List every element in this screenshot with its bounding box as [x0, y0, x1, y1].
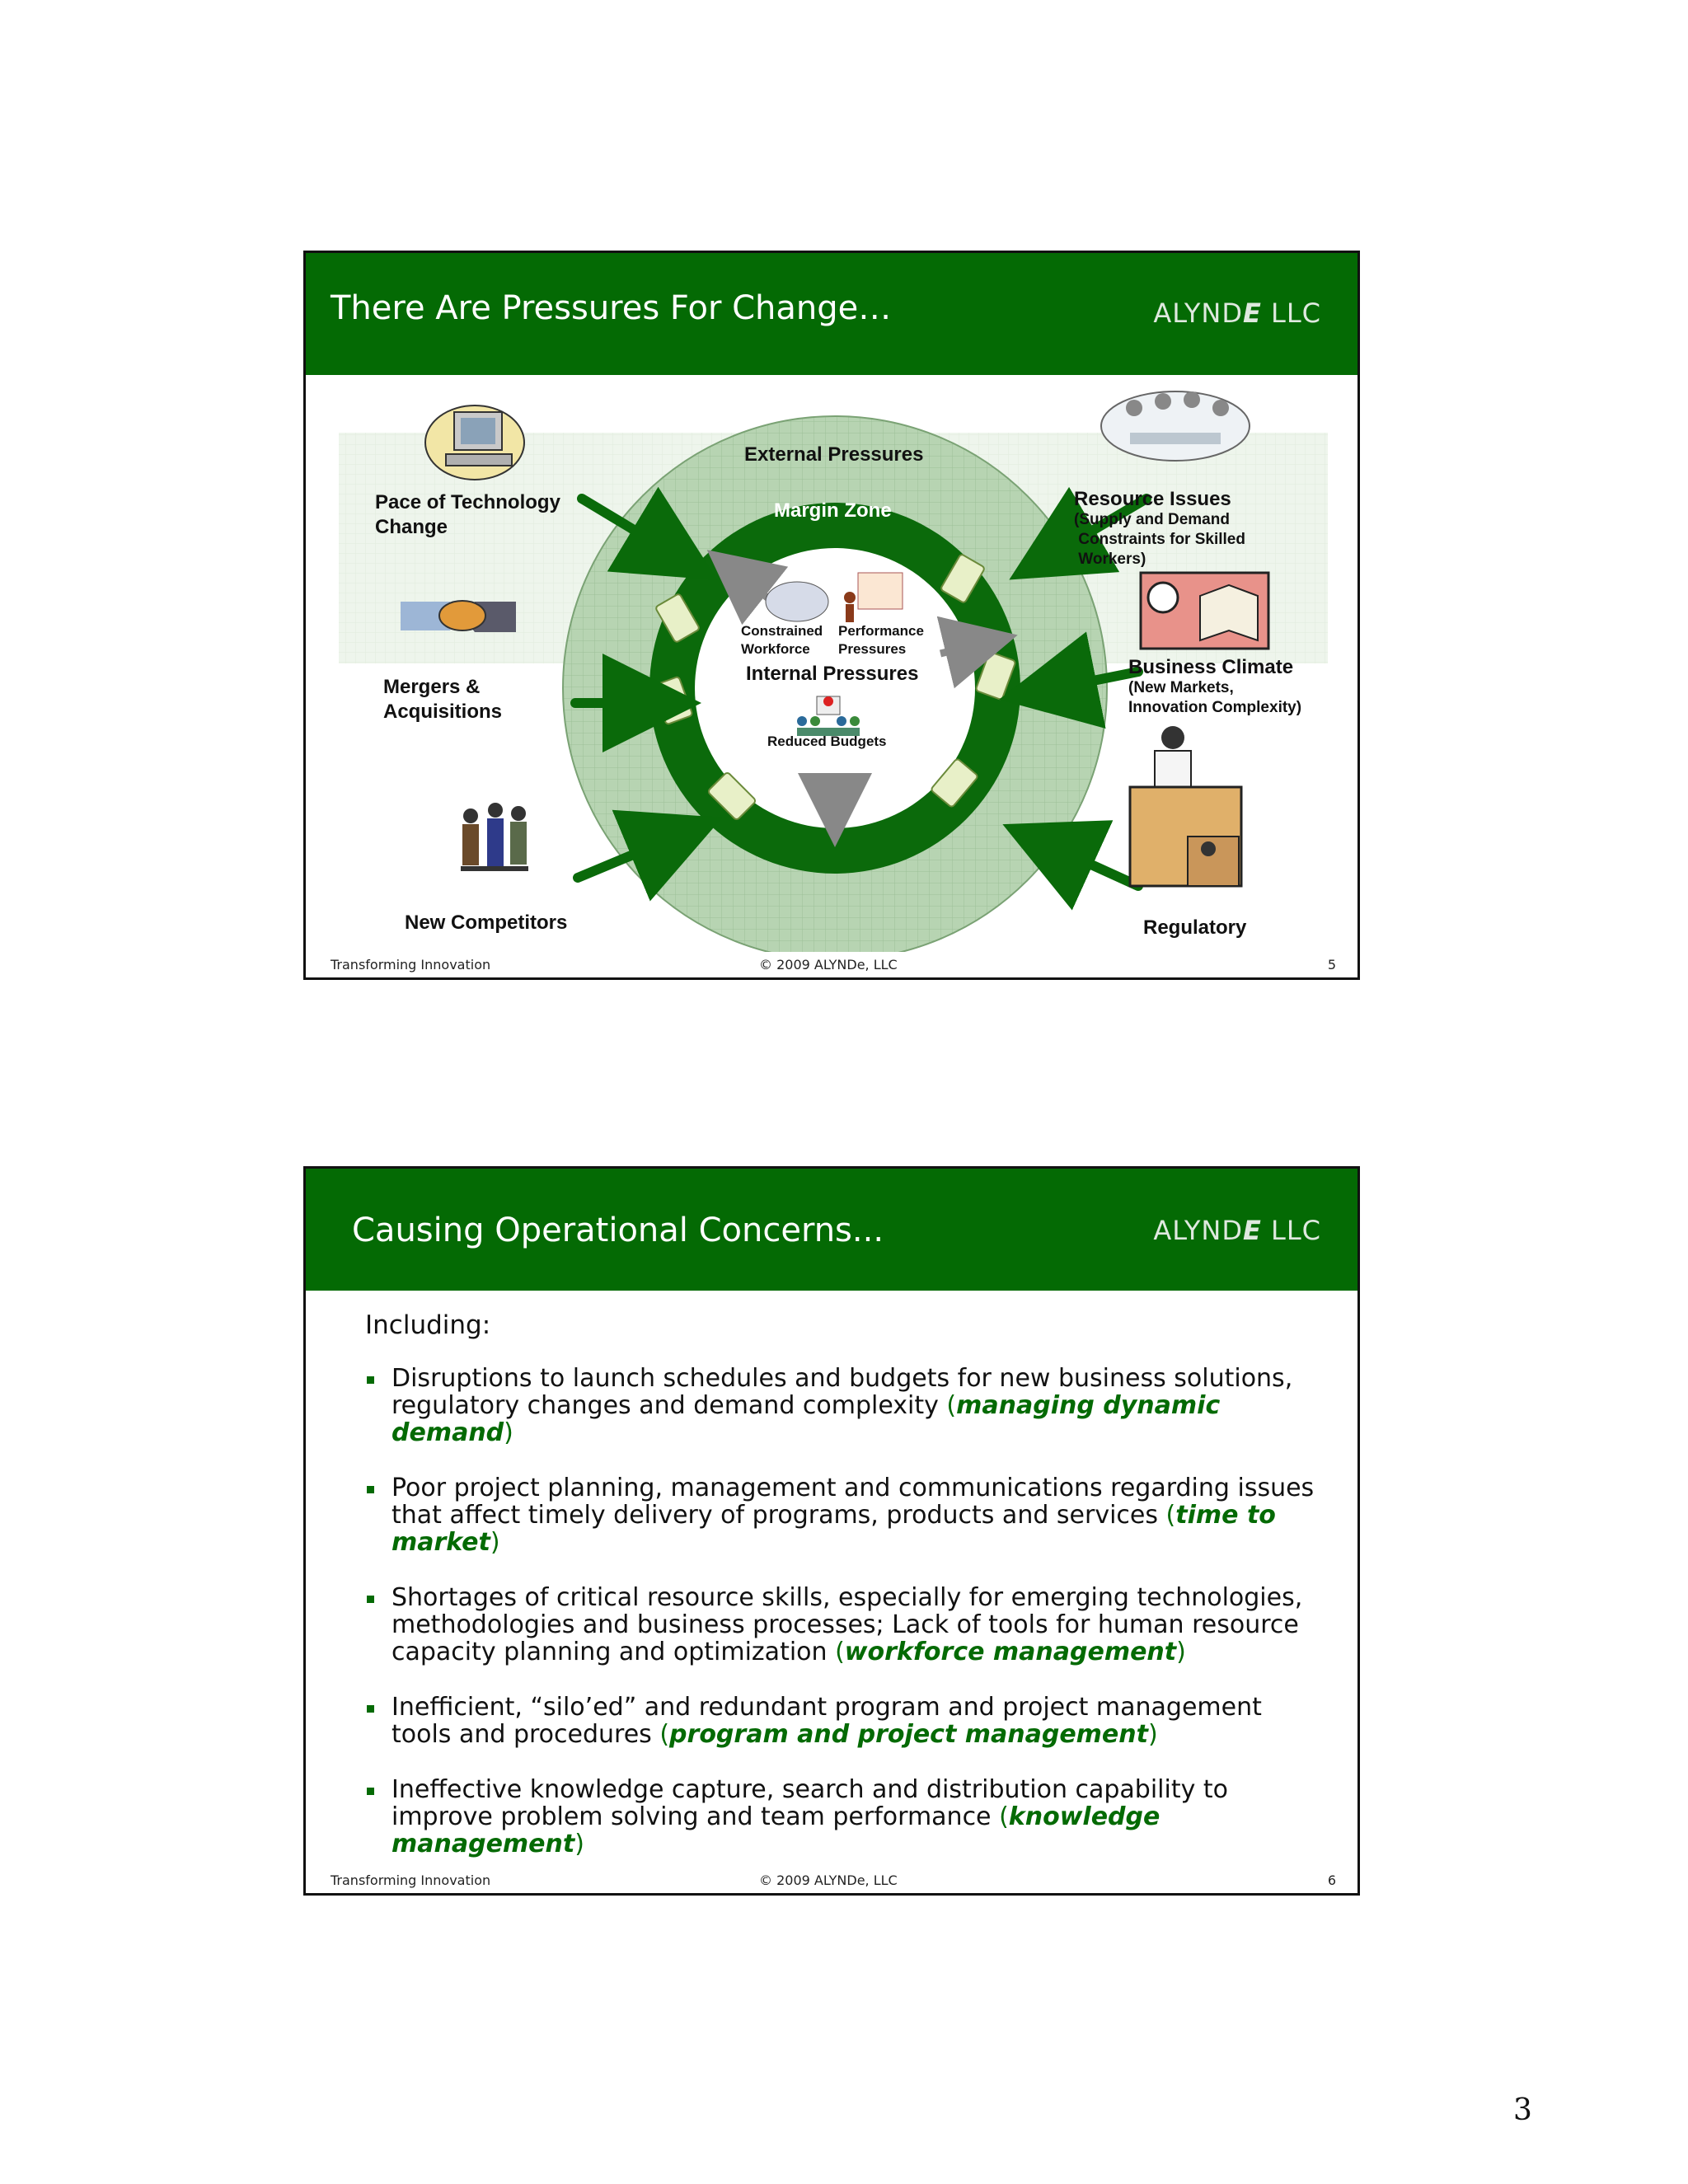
footer-copyright: © 2009 ALYNDe, LLC	[759, 1872, 898, 1888]
slide-5: There Are Pressures For Change… ALYNDE L…	[303, 251, 1360, 980]
bullet-square-icon	[367, 1486, 374, 1493]
arrow-icon	[936, 616, 1018, 689]
list-item: Poor project planning, management and co…	[365, 1474, 1321, 1556]
reduced-budgets-label: Reduced Budgets	[767, 733, 887, 749]
resource-issues-detail: (Supply and Demand Constraints for Skill…	[1074, 511, 1245, 568]
list-item: Ineffective knowledge capture, search an…	[365, 1776, 1321, 1858]
brand-logo: ALYNDE LLC	[1153, 298, 1321, 329]
footer-tagline: Transforming Innovation	[331, 957, 491, 972]
handshake-icon	[401, 600, 516, 632]
bullet-square-icon	[367, 1376, 374, 1384]
brand-logo: ALYNDE LLC	[1153, 1215, 1321, 1246]
internal-pressures-label: Internal Pressures	[746, 663, 919, 685]
new-competitors-label: New Competitors	[405, 912, 568, 934]
slide-6: Causing Operational Concerns... ALYNDE L…	[303, 1166, 1360, 1896]
list-item: Inefficient, “silo’ed” and redundant pro…	[365, 1694, 1321, 1748]
slide-title: There Are Pressures For Change…	[331, 289, 892, 327]
margin-zone-label: Margin Zone	[774, 499, 892, 522]
slide-header: There Are Pressures For Change… ALYNDE L…	[306, 253, 1357, 375]
calendar-book-icon	[1139, 571, 1270, 650]
pressures-diagram: External Pressures Margin Zone Constrain…	[306, 375, 1357, 952]
mergers-acquisitions-label: Mergers &Acquisitions	[383, 676, 503, 723]
arrow-icon	[570, 486, 1151, 911]
computer-icon	[424, 405, 525, 480]
concerns-list: Disruptions to launch schedules and budg…	[365, 1365, 1321, 1886]
page-number: 3	[1513, 2093, 1532, 2127]
workforce-icon	[765, 581, 829, 622]
bullet-square-icon	[367, 1705, 374, 1713]
list-item: Disruptions to launch schedules and budg…	[365, 1365, 1321, 1446]
footer-slide-number: 5	[1327, 957, 1336, 972]
budget-people-icon	[797, 696, 860, 736]
external-pressures-label: External Pressures	[744, 443, 924, 466]
competitors-icon	[461, 803, 528, 871]
regulatory-desk-icon	[1128, 726, 1243, 888]
business-climate-detail: (New Markets,Innovation Complexity)	[1128, 679, 1302, 716]
regulatory-label: Regulatory	[1143, 916, 1247, 939]
footer-tagline: Transforming Innovation	[331, 1872, 491, 1888]
meeting-icon	[1100, 391, 1250, 462]
bullet-square-icon	[367, 1596, 374, 1603]
slide-title: Causing Operational Concerns...	[352, 1212, 884, 1249]
list-item: Shortages of critical resource skills, e…	[365, 1584, 1321, 1666]
bullet-square-icon	[367, 1788, 374, 1795]
presentation-icon	[844, 572, 903, 622]
resource-issues-label: Resource Issues	[1074, 488, 1231, 510]
footer-copyright: © 2009 ALYNDe, LLC	[759, 957, 898, 972]
business-climate-label: Business Climate	[1128, 656, 1294, 678]
slide-header: Causing Operational Concerns... ALYNDE L…	[306, 1169, 1357, 1291]
pressures-diagram-graphic	[339, 391, 1328, 952]
intro-text: Including:	[365, 1310, 491, 1340]
footer-slide-number: 6	[1327, 1872, 1336, 1888]
